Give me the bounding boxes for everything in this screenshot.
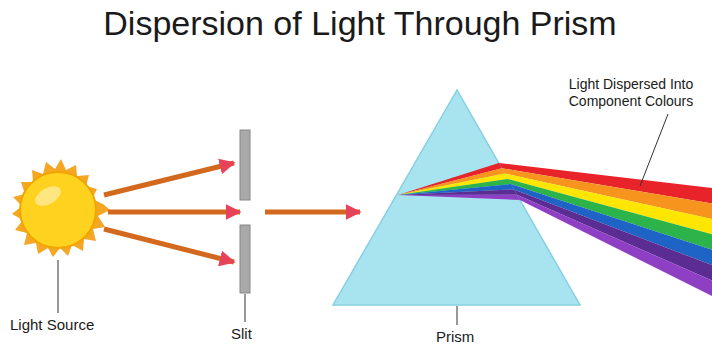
part-label: Light Source: [10, 316, 94, 333]
light-ray: [108, 210, 240, 215]
leader-line: [245, 294, 246, 322]
sun-rays: [12, 159, 110, 257]
leader-line: [457, 306, 458, 325]
spectrum-band: [517, 195, 712, 296]
part-label: Light Dispersed Into Component Colours: [556, 76, 706, 110]
part-label: Prism: [436, 328, 474, 345]
light-ray: [104, 163, 234, 195]
slit-bar: [240, 130, 250, 200]
leader-line: [640, 114, 668, 186]
spectrum-band: [511, 184, 712, 265]
diagram-title: Dispersion of Light Through Prism: [103, 4, 616, 43]
slit-bar: [240, 225, 250, 293]
light-ray: [104, 229, 234, 262]
light-ray: [265, 210, 360, 215]
leader-line: [58, 260, 59, 313]
spectrum-band: [514, 189, 712, 280]
part-label: Slit: [231, 325, 252, 342]
sun-disc: [20, 172, 96, 248]
